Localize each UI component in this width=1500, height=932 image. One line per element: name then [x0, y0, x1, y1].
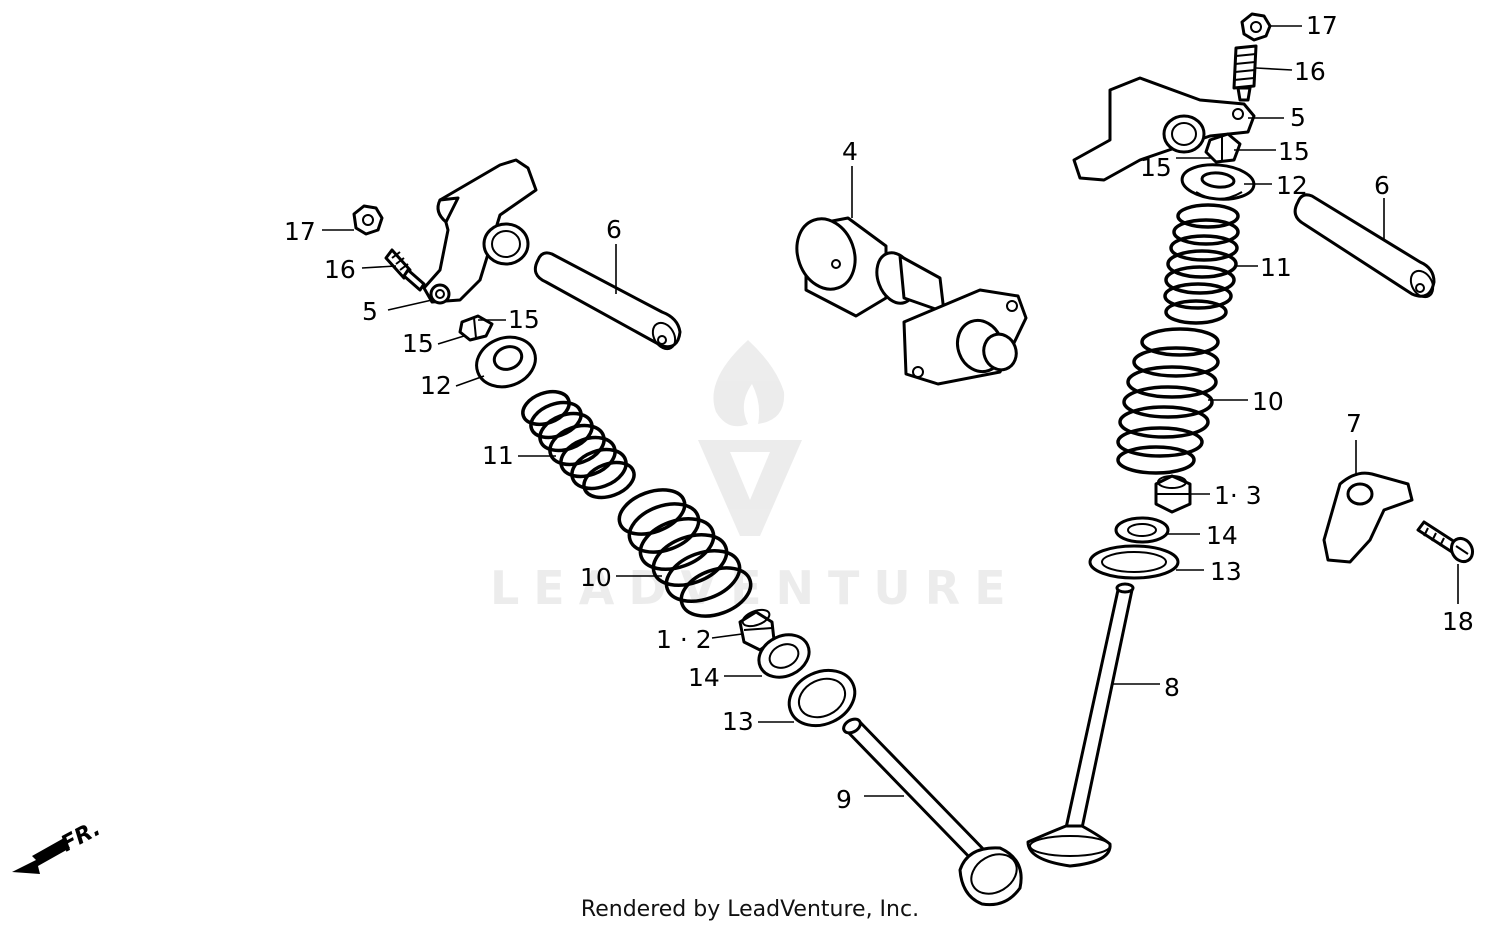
part-15-cotter-left [458, 314, 494, 342]
callout-15a-left: 15 [508, 305, 540, 334]
callout-14-right: 14 [1206, 521, 1238, 550]
callout-17-left: 17 [284, 217, 316, 246]
part-4-camshaft [795, 216, 1028, 386]
callout-13-left: 13 [722, 707, 754, 736]
callout-17-right: 17 [1306, 11, 1338, 40]
part-17-nut-left [352, 204, 384, 236]
callout-5-right: 5 [1290, 103, 1306, 132]
callout-5-left: 5 [362, 297, 378, 326]
callout-11-right: 11 [1260, 253, 1292, 282]
footer-credit: Rendered by LeadVenture, Inc. [580, 897, 920, 922]
callout-10-left: 10 [580, 563, 612, 592]
part-9-exhaust-valve [842, 717, 1023, 907]
callout-4: 4 [842, 137, 858, 166]
callout-11-left: 11 [482, 441, 514, 470]
callout-9: 9 [836, 785, 852, 814]
part-15-cotter-right [1204, 132, 1242, 164]
callout-8: 8 [1164, 673, 1180, 702]
callout-12-left: 12 [420, 371, 452, 400]
part-5-rocker-arm-left [422, 158, 538, 305]
part-13-seat-left [787, 668, 857, 728]
part-3-stem-seal [1154, 474, 1192, 514]
callout-13-right: 13 [1210, 557, 1242, 586]
callout-12-right: 12 [1276, 171, 1308, 200]
part-12-retainer-right [1180, 163, 1256, 201]
callout-1-3: 1· 3 [1214, 481, 1262, 510]
part-17-nut-right [1240, 12, 1272, 42]
part-10-outer-spring-left [617, 488, 753, 618]
part-8-intake-valve [1026, 582, 1135, 868]
part-6-shaft-left [533, 251, 682, 351]
part-11-inner-spring-right [1163, 203, 1240, 325]
part-18-bolt [1416, 520, 1475, 564]
front-arrow-icon [12, 838, 70, 874]
part-11-inner-spring-left [521, 389, 636, 500]
callout-labels: 4 17 16 5 15 15 12 6 11 10 1 · 2 14 13 9… [284, 11, 1474, 814]
part-12-retainer-left [475, 335, 537, 389]
callout-15a-right: 15 [1278, 137, 1310, 166]
part-2-stem-seal [738, 608, 776, 652]
part-14-washer-right [1114, 516, 1170, 544]
callout-16-right: 16 [1294, 57, 1326, 86]
callout-14-left: 14 [688, 663, 720, 692]
part-10-outer-spring-right [1116, 327, 1220, 475]
callout-1-2: 1 · 2 [656, 625, 712, 654]
callout-10-right: 10 [1252, 387, 1284, 416]
callout-15b-right: 15 [1140, 153, 1172, 182]
callout-18: 18 [1442, 607, 1474, 636]
part-16-screw-right [1232, 44, 1258, 102]
callout-16-left: 16 [324, 255, 356, 284]
part-16-screw-left [384, 248, 426, 292]
callout-6-right: 6 [1374, 171, 1390, 200]
callout-7: 7 [1346, 409, 1362, 438]
part-5-rocker-arm-right [1072, 76, 1256, 182]
part-6-shaft-right [1293, 193, 1436, 299]
callout-15b-left: 15 [402, 329, 434, 358]
callout-6-left: 6 [606, 215, 622, 244]
part-14-washer-left [757, 633, 811, 679]
part-7-guide-plate [1322, 471, 1414, 564]
front-direction-indicator: FR. [12, 816, 105, 874]
part-13-seat-right [1088, 544, 1180, 580]
leader-lines [322, 25, 1459, 797]
